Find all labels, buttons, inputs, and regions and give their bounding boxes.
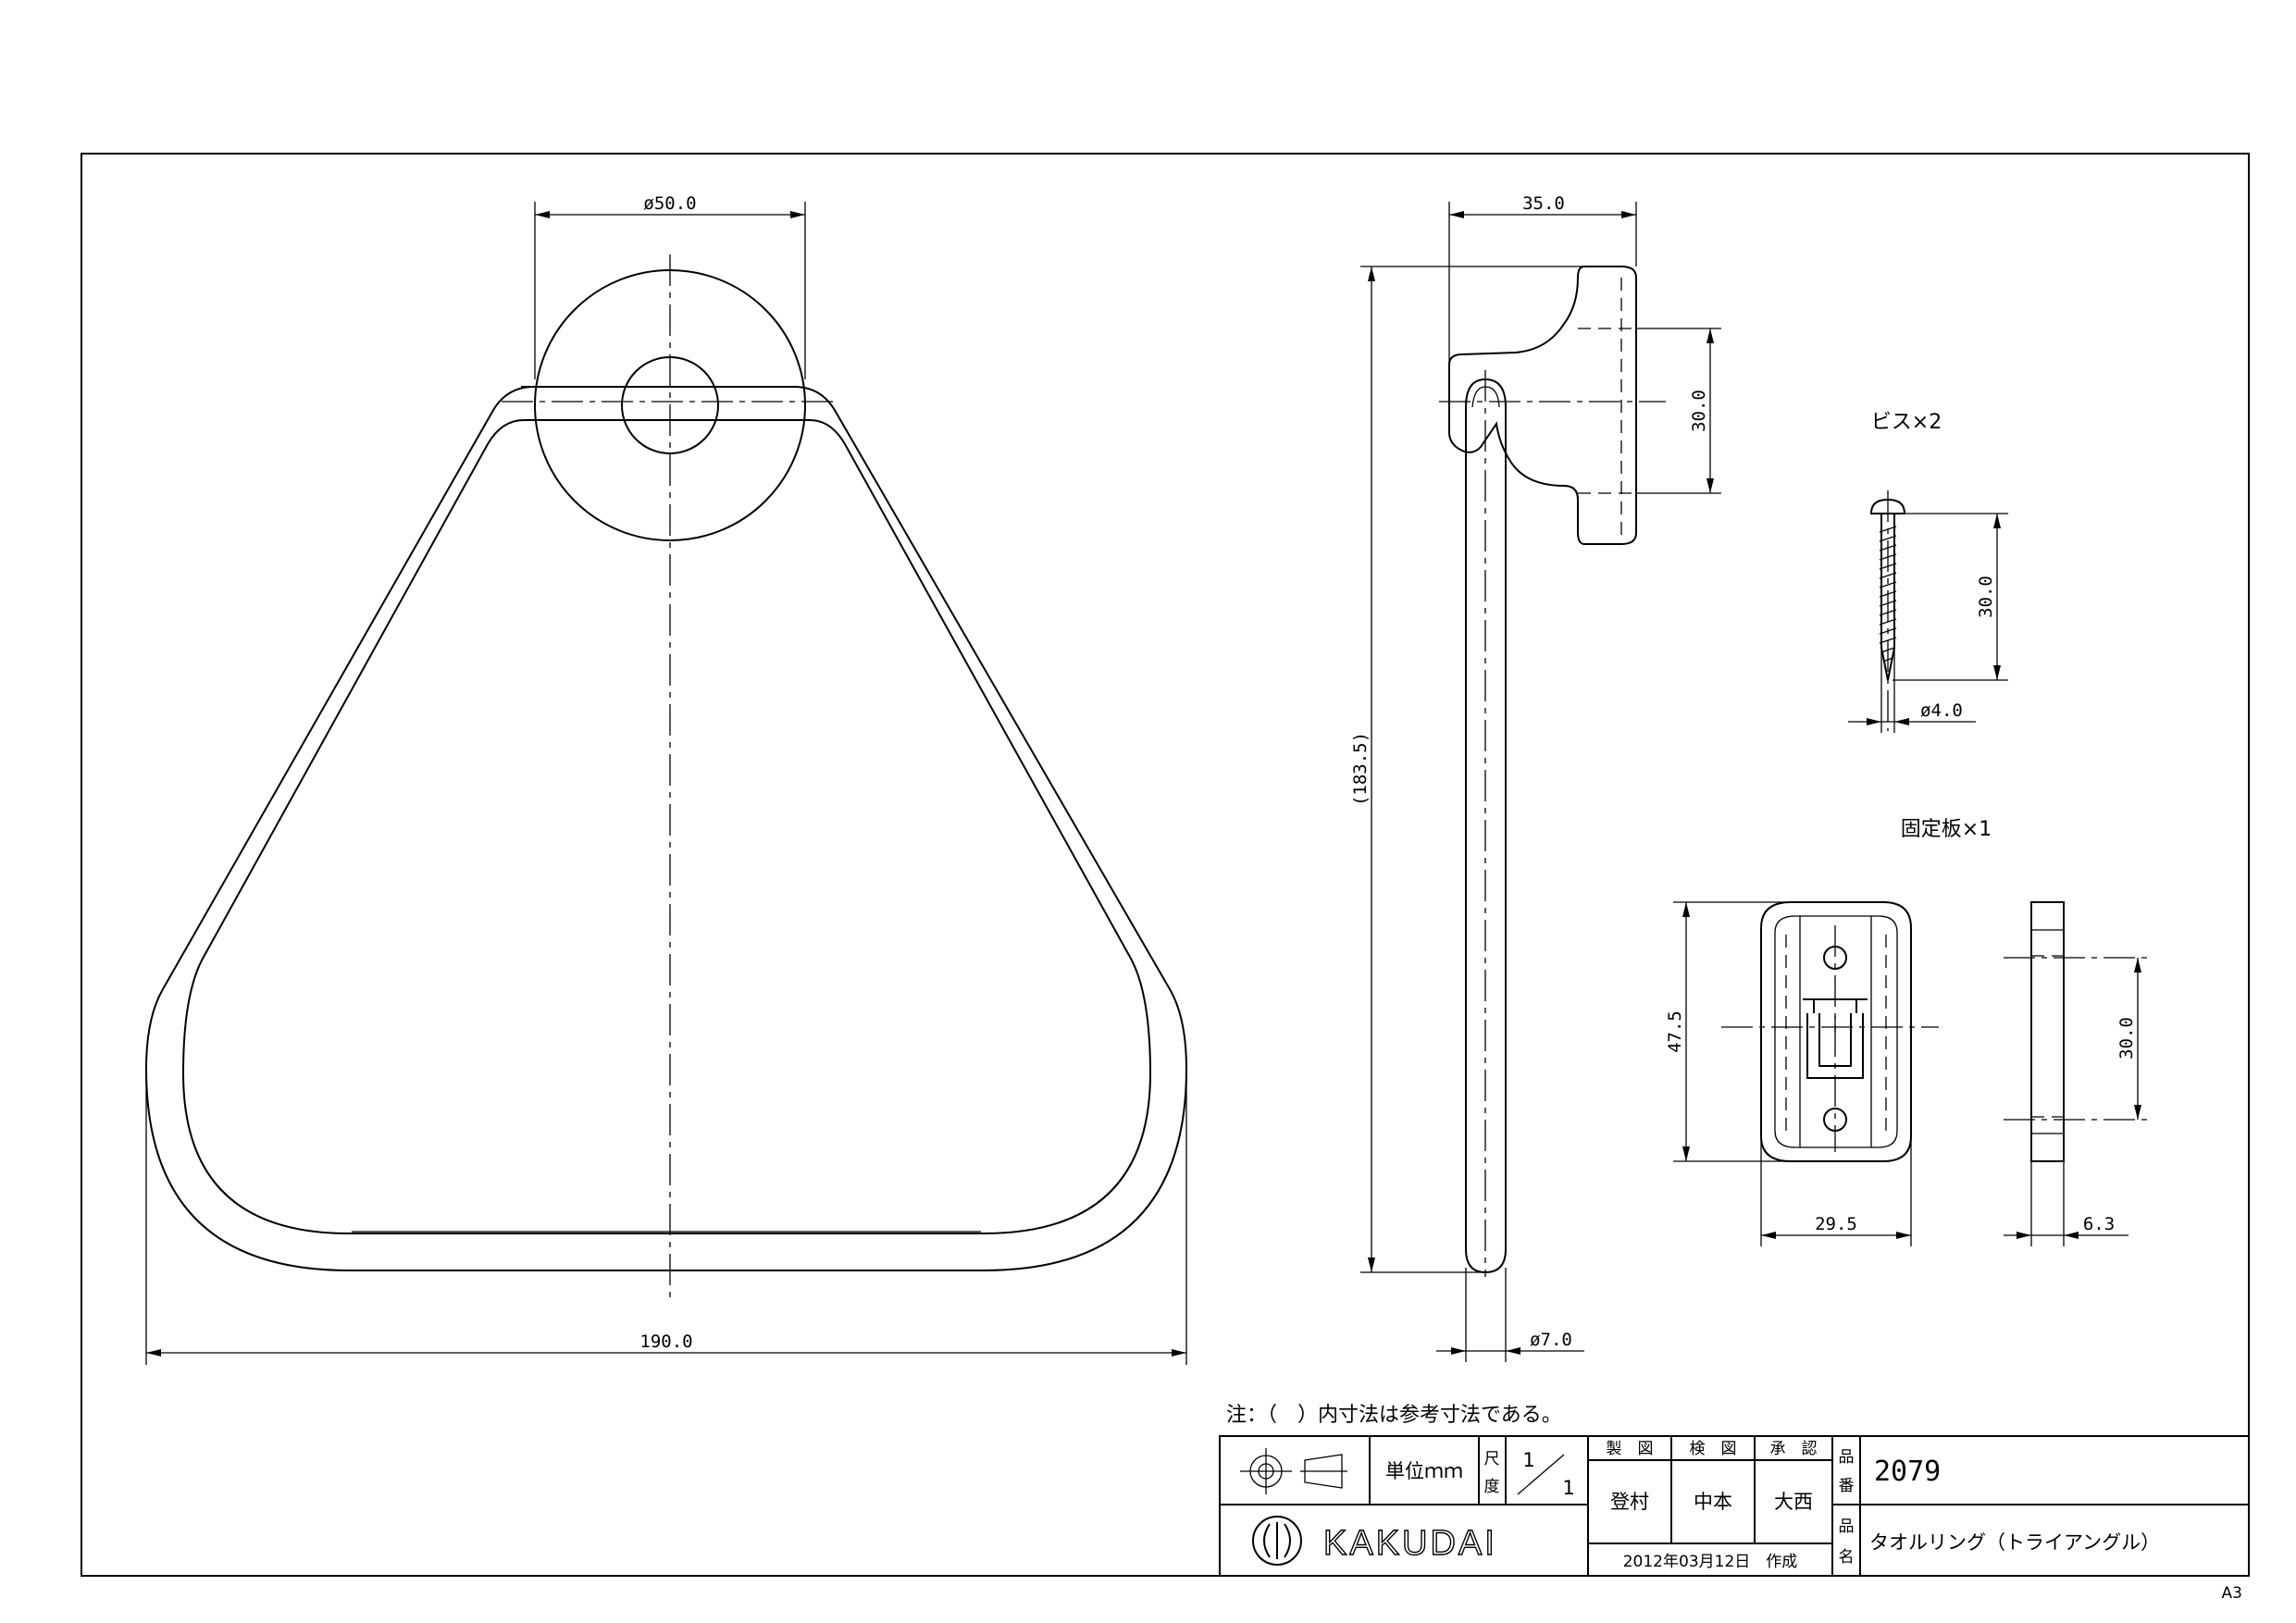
sheet-size: A3	[2222, 1584, 2242, 1603]
dim-6-3: 6.3	[2083, 1214, 2115, 1234]
dim-30-side: 30.0	[1689, 390, 1709, 432]
dim-arrows	[2017, 1232, 2079, 1239]
unit-label: 単位ｍｍ	[1385, 1460, 1463, 1482]
dim-plate-30: 30.0	[2116, 1017, 2137, 1059]
part-name: タオルリング（トライアングル）	[1869, 1531, 2160, 1554]
scale-num: 1	[1522, 1449, 1534, 1471]
title-block: 単位ｍｍ 尺 度 1 1 製 図 検 図 承 認 登村 中本 大西 2012年0…	[1219, 1435, 2250, 1577]
hinmei-label-1: 品	[1839, 1518, 1855, 1536]
dim-dia4: ø4.0	[1920, 700, 1963, 721]
dim-35: 35.0	[1522, 193, 1565, 214]
hinban-label-1: 品	[1839, 1448, 1855, 1467]
dim-arrows	[1867, 718, 1909, 725]
plate-side	[2030, 901, 2065, 1162]
header-approved: 承 認	[1770, 1440, 1818, 1458]
dim-arrows	[1451, 1347, 1520, 1355]
scale-label-1: 尺	[1484, 1450, 1500, 1468]
part-number: 2079	[1874, 1456, 1941, 1488]
fixing-plate-view: 固定板×1 47.5 29.5	[1665, 818, 2152, 1246]
checked-by: 中本	[1694, 1491, 1732, 1513]
side-rod	[1465, 378, 1507, 1274]
dim-47-5: 47.5	[1665, 1010, 1685, 1053]
plate-label: 固定板×1	[1901, 818, 1992, 841]
drawn-by: 登村	[1610, 1491, 1649, 1513]
title-block-frame	[1219, 1435, 2250, 1577]
dim-dia7: ø7.0	[1530, 1330, 1572, 1350]
ring-outer	[144, 386, 1188, 1271]
dim-190: 190.0	[639, 1332, 692, 1352]
screw-view: ビス×2 30.0 ø4.0	[1848, 411, 2008, 733]
screw-shank	[1880, 513, 1895, 681]
header-drawn: 製 図	[1607, 1440, 1654, 1458]
projection-symbol-icon	[1240, 1448, 1347, 1494]
dim-screw-30: 30.0	[1976, 576, 1996, 618]
ring-inner	[181, 419, 1152, 1234]
reference-note: 注：（ ）内寸法は参考寸法である。	[1226, 1404, 1562, 1427]
hinban-label-2: 番	[1839, 1477, 1855, 1495]
header-checked: 検 図	[1690, 1440, 1737, 1458]
dim-183-5: (183.5)	[1350, 732, 1371, 806]
drawing-border	[81, 153, 2250, 1577]
front-view: ø50.0 190.0	[144, 193, 1188, 1365]
dim-dia50: ø50.0	[643, 193, 696, 214]
creation-date: 2012年03月12日 作成	[1623, 1553, 1798, 1571]
side-bracket	[1447, 266, 1637, 545]
scale-label-2: 度	[1484, 1478, 1500, 1496]
kakudai-logo: KAKUDAI	[1252, 1516, 1497, 1566]
screw-label: ビス×2	[1871, 411, 1942, 434]
dim-29-5: 29.5	[1815, 1214, 1857, 1234]
company-name: KAKUDAI	[1323, 1524, 1497, 1563]
plate-inner-outline	[1774, 915, 1898, 1148]
side-view: 35.0 30.0 (183.5) ø7.0	[1350, 193, 1721, 1362]
plate-outline	[1760, 901, 1912, 1162]
approved-by: 大西	[1774, 1491, 1813, 1513]
scale-den: 1	[1562, 1477, 1574, 1499]
hinmei-label-2: 名	[1839, 1548, 1855, 1567]
scale-slash	[1517, 1454, 1565, 1495]
